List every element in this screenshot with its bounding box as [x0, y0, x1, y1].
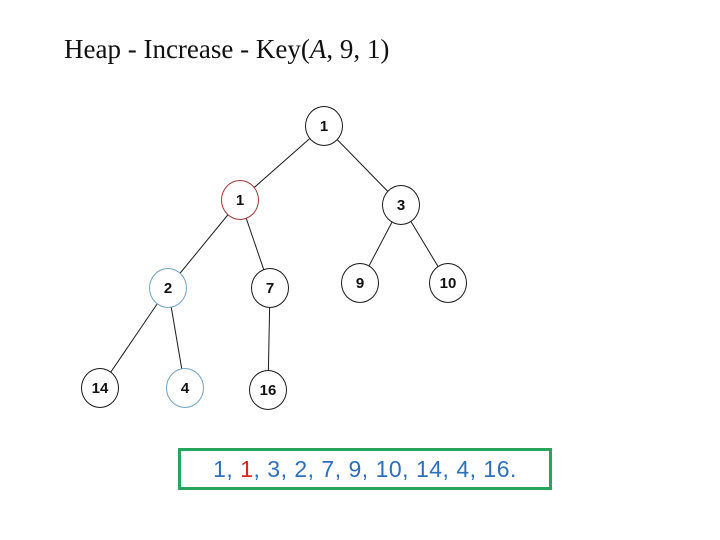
sequence-separator: , — [280, 455, 295, 482]
sequence-value: 1 — [240, 455, 254, 482]
sequence-value: 1 — [213, 455, 227, 482]
sequence-separator: , — [361, 455, 376, 482]
tree-node-14: 14 — [81, 368, 119, 408]
heap-array-box: 1, 1, 3, 2, 7, 9, 10, 14, 4, 16. — [178, 448, 552, 490]
tree-node-4: 4 — [166, 368, 204, 408]
tree-node-10: 10 — [429, 263, 467, 303]
sequence-separator: , — [402, 455, 416, 482]
sequence-separator: , — [307, 455, 322, 482]
title-prefix: Heap - Increase - Key( — [64, 34, 310, 64]
heap-array-sequence: 1, 1, 3, 2, 7, 9, 10, 14, 4, 16. — [213, 456, 517, 483]
sequence-value: 3 — [267, 455, 281, 482]
sequence-value: 9 — [348, 455, 362, 482]
sequence-value: 7 — [321, 455, 335, 482]
tree-node-7: 7 — [251, 268, 289, 308]
tree-node-2: 2 — [149, 268, 187, 308]
sequence-separator: , — [334, 455, 349, 482]
title-suffix: , 9, 1) — [326, 34, 390, 64]
sequence-value: 14 — [415, 455, 443, 482]
title-parameter-a: A — [309, 34, 327, 64]
sequence-separator: , — [226, 455, 241, 482]
sequence-separator: , — [253, 455, 268, 482]
tree-node-1: 1 — [221, 180, 259, 220]
tree-node-3: 3 — [382, 185, 420, 225]
sequence-value: 4 — [456, 455, 470, 482]
sequence-separator: , — [442, 455, 457, 482]
sequence-separator: , — [469, 455, 484, 482]
sequence-value: 16 — [483, 455, 510, 482]
sequence-value: 2 — [294, 455, 308, 482]
slide-title: Heap - Increase - Key(A, 9, 1) — [64, 34, 389, 65]
tree-node-9: 9 — [341, 263, 379, 303]
sequence-value: 10 — [375, 455, 403, 482]
tree-node-16: 16 — [249, 370, 287, 410]
tree-node-1: 1 — [305, 106, 343, 146]
sequence-separator: . — [510, 455, 517, 482]
